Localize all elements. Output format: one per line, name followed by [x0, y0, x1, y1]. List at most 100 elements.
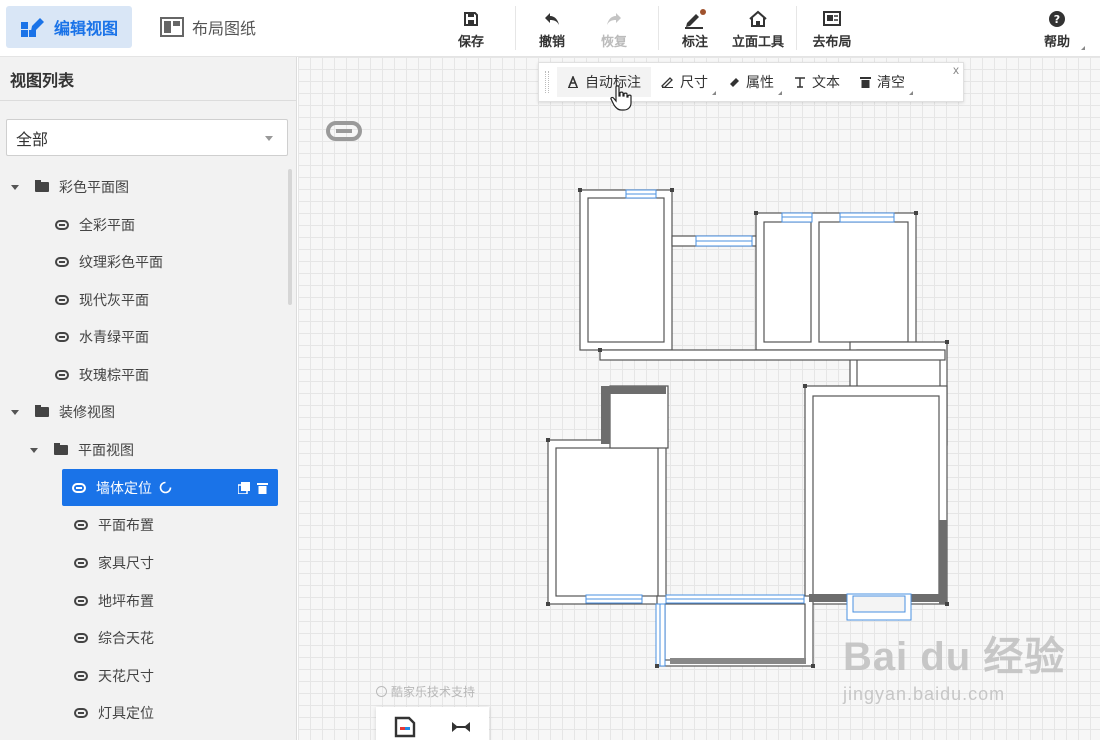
auto-annotate-icon: [567, 76, 579, 88]
link-icon: [74, 520, 88, 530]
link-icon: [74, 708, 88, 718]
tree-item-label: 现代灰平面: [79, 292, 149, 308]
dimension-label: 尺寸: [680, 74, 708, 90]
link-icon: [74, 596, 88, 606]
tree-subgroup-label: 平面视图: [78, 442, 134, 458]
link-icon: [72, 482, 86, 493]
annotate-button[interactable]: 标注: [665, 6, 725, 52]
tab-edit-view[interactable]: 编辑视图: [6, 6, 133, 48]
folder-icon: [35, 180, 49, 192]
tree-item-ceiling-size[interactable]: 天花尺寸: [74, 660, 154, 692]
clear-button[interactable]: 清空: [850, 67, 915, 97]
to-layout-button[interactable]: 去布局: [802, 6, 862, 52]
tree-item-rose-brown[interactable]: 玫瑰棕平面: [55, 359, 149, 391]
to-layout-label: 去布局: [812, 33, 852, 49]
tree-item-aqua-green[interactable]: 水青绿平面: [55, 321, 149, 353]
tab-layout-drawing-label: 布局图纸: [192, 21, 257, 38]
canvas-mini-toolbar: [376, 707, 489, 740]
tree-item-label: 综合天花: [98, 630, 154, 646]
loading-spinner-icon: [159, 481, 172, 494]
attribute-button[interactable]: 属性: [718, 67, 784, 97]
tree-subgroup-plan-view[interactable]: 平面视图: [30, 434, 134, 466]
tree-group-color-plan[interactable]: 彩色平面图: [11, 171, 129, 203]
redo-button[interactable]: 恢复: [584, 6, 644, 52]
text-button[interactable]: 文本: [784, 67, 850, 97]
top-toolbar: 编辑视图 布局图纸 保存 撤销 恢复 标注 立面工具 去布局 ? 帮助: [0, 0, 1100, 57]
tree-item-texture-color[interactable]: 纹理彩色平面: [55, 246, 163, 278]
view-filter-select[interactable]: 全部: [6, 119, 288, 156]
dropdown-corner: [778, 91, 782, 95]
drag-handle[interactable]: [545, 71, 549, 93]
document-view-icon[interactable]: [393, 716, 417, 738]
tree-item-label: 天花尺寸: [98, 668, 154, 684]
tree-group-label: 彩色平面图: [59, 179, 129, 195]
chevron-down-icon: [265, 136, 273, 141]
tree-item-label: 灯具定位: [98, 705, 154, 721]
close-icon[interactable]: x: [953, 63, 959, 77]
expand-arrow-icon[interactable]: [30, 447, 38, 453]
tab-layout-drawing[interactable]: 布局图纸: [146, 6, 270, 48]
save-label: 保存: [457, 33, 484, 49]
tree-item-floor-layout[interactable]: 地坪布置: [74, 585, 154, 617]
smile-icon: [376, 686, 387, 697]
tree-group-decoration[interactable]: 装修视图: [11, 396, 115, 428]
annotation-toolbar: 自动标注 尺寸 属性 文本 清空 x: [538, 62, 964, 102]
tree-item-wall-position-selected[interactable]: 墙体定位: [62, 469, 278, 506]
expand-arrow-icon[interactable]: [11, 409, 19, 415]
edit-view-icon: [21, 18, 44, 37]
undo-label: 撤销: [538, 33, 565, 49]
link-icon: [55, 220, 69, 230]
tech-support-credit: 酷家乐技术支持: [376, 683, 475, 700]
link-icon: [74, 671, 88, 681]
attribute-tag-icon: [728, 76, 740, 88]
dimension-ruler-icon: [661, 76, 674, 88]
dropdown-corner: [909, 91, 913, 95]
tree-item-lighting[interactable]: 灯具定位: [74, 697, 154, 729]
link-icon: [55, 332, 69, 342]
auto-annotate-button[interactable]: 自动标注: [557, 67, 651, 97]
elevation-tool-button[interactable]: 立面工具: [728, 6, 788, 52]
link-icon: [55, 370, 69, 380]
tree-item-furniture-size[interactable]: 家具尺寸: [74, 547, 154, 579]
tech-support-label: 酷家乐技术支持: [391, 685, 476, 699]
delete-trash-icon[interactable]: [257, 481, 268, 497]
tree-item-label: 玫瑰棕平面: [79, 367, 149, 383]
tree-item-modern-gray[interactable]: 现代灰平面: [55, 284, 149, 316]
link-icon: [74, 558, 88, 568]
save-button[interactable]: 保存: [441, 6, 501, 52]
tree-item-label: 平面布置: [98, 517, 154, 533]
help-question-icon: ?: [1049, 10, 1065, 27]
help-label: 帮助: [1043, 33, 1070, 49]
elevation-tool-label: 立面工具: [731, 33, 784, 49]
tree-item-full-color[interactable]: 全彩平面: [55, 209, 135, 241]
tab-edit-view-label: 编辑视图: [54, 21, 119, 38]
tree-item-label: 纹理彩色平面: [79, 254, 163, 270]
view-filter-value: 全部: [16, 131, 49, 149]
tree-item-label: 水青绿平面: [79, 329, 149, 345]
tree-item-layout[interactable]: 平面布置: [74, 509, 154, 541]
tree-item-label: 家具尺寸: [98, 555, 154, 571]
layout-drawing-icon: [160, 17, 184, 37]
undo-button[interactable]: 撤销: [522, 6, 582, 52]
link-icon: [55, 295, 69, 305]
attribute-label: 属性: [746, 74, 774, 90]
link-icon: [55, 257, 69, 267]
tree-item-label: 全彩平面: [79, 217, 135, 233]
sidebar-scrollbar[interactable]: [288, 169, 292, 305]
expand-arrows-icon[interactable]: [450, 720, 472, 734]
expand-arrow-icon[interactable]: [11, 184, 19, 190]
tree-item-ceiling[interactable]: 综合天花: [74, 622, 154, 654]
link-chain-icon[interactable]: [326, 118, 362, 144]
redo-icon: [607, 12, 621, 25]
save-icon: [464, 11, 478, 26]
clear-label: 清空: [877, 74, 905, 90]
elevation-house-icon: [749, 10, 767, 27]
dimension-button[interactable]: 尺寸: [651, 67, 718, 97]
help-dropdown-corner: [1081, 46, 1085, 50]
view-list-panel: 视图列表 全部 彩色平面图 全彩平面 纹理彩色平面 现代灰平面 水青绿平面 玫瑰…: [0, 57, 297, 740]
folder-icon: [35, 405, 49, 417]
svg-text:?: ?: [1054, 13, 1060, 26]
help-button[interactable]: ? 帮助: [1027, 6, 1087, 52]
copy-icon[interactable]: [237, 481, 250, 497]
